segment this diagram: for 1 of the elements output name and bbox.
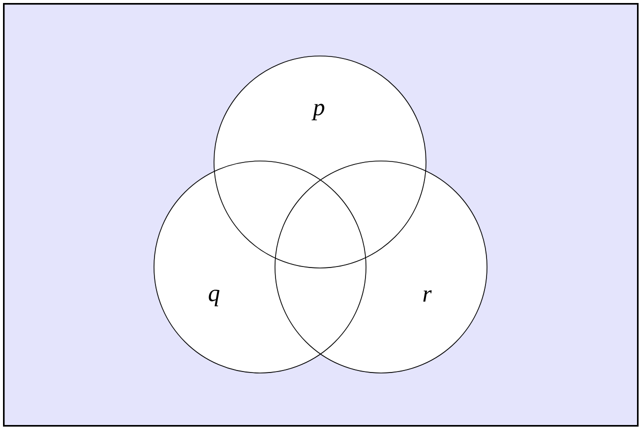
- universe-rectangle: [3, 3, 639, 427]
